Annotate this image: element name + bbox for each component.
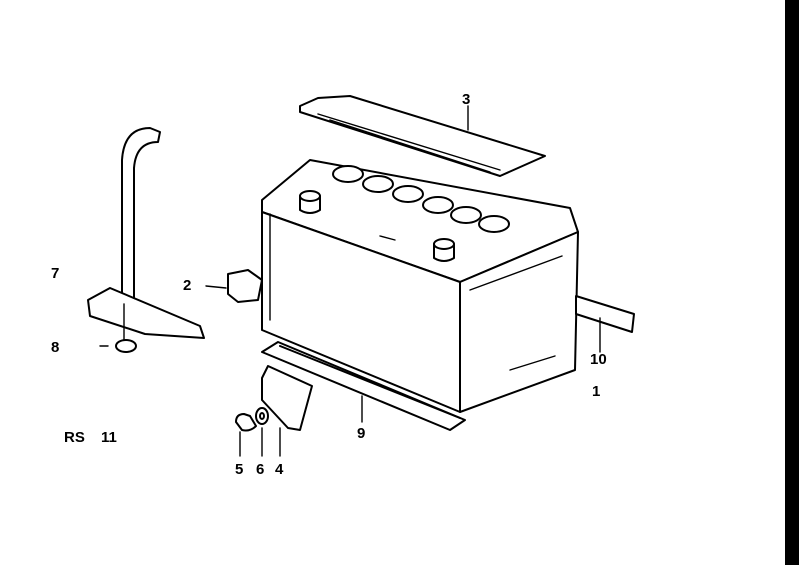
battery-body [261, 159, 579, 413]
part-label-4: 4 [275, 461, 284, 478]
part-label-1: 1 [592, 383, 600, 400]
side-tube [575, 295, 635, 353]
nut [99, 339, 137, 353]
bolt [235, 413, 257, 457]
part-label-3: 3 [462, 91, 470, 108]
part-label-5: 5 [235, 461, 243, 478]
battery-terminals [299, 190, 455, 262]
diagram-code-number: 11 [101, 429, 117, 446]
page-edge-bar [785, 0, 799, 565]
diagram-code-prefix: RS [64, 429, 85, 446]
side-fitting [205, 269, 263, 303]
leader-lines [279, 105, 469, 457]
part-label-10: 10 [590, 351, 607, 368]
battery-cover [299, 95, 546, 177]
part-label-7: 7 [51, 265, 59, 282]
hold-down-bracket [87, 127, 205, 341]
battery-cell-caps [332, 165, 510, 233]
part-label-9: 9 [357, 425, 365, 442]
part-label-6: 6 [256, 461, 264, 478]
part-label-2: 2 [183, 277, 191, 294]
washer [255, 407, 269, 457]
clamp-plate [261, 365, 313, 431]
part-label-8: 8 [51, 339, 59, 356]
battery-base-strip [261, 341, 466, 431]
